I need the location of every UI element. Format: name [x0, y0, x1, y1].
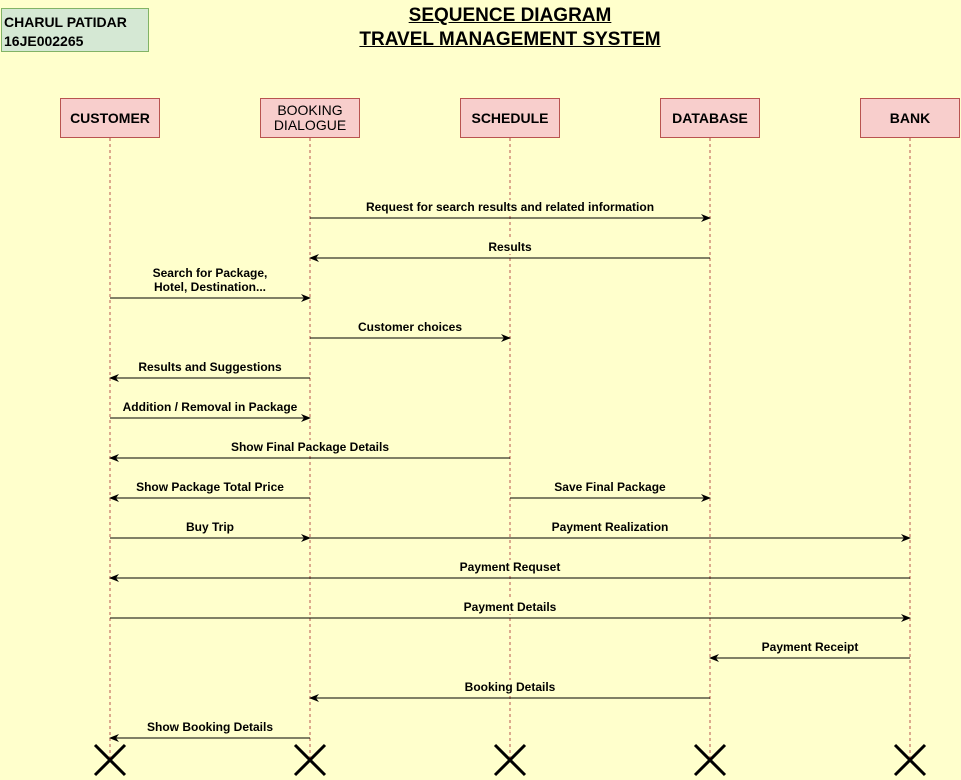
message-label: Addition / Removal in Package: [120, 400, 300, 414]
message-label: Show Booking Details: [144, 720, 276, 734]
actor-database: DATABASE: [660, 98, 760, 138]
message-label: Payment Details: [461, 600, 559, 614]
destroy-mark-booking: [293, 743, 327, 777]
destroy-mark-database: [693, 743, 727, 777]
actor-bank: BANK: [860, 98, 960, 138]
message-label: Results: [486, 240, 534, 254]
title-line-2: TRAVEL MANAGEMENT SYSTEM: [359, 29, 661, 50]
actor-booking: BOOKING DIALOGUE: [260, 98, 360, 138]
message-label: Buy Trip: [183, 520, 237, 534]
destroy-mark-customer: [93, 743, 127, 777]
destroy-mark-schedule: [493, 743, 527, 777]
title-line-1: SEQUENCE DIAGRAM: [408, 5, 612, 26]
message-label: Booking Details: [462, 680, 558, 694]
message-label: Payment Receipt: [759, 640, 861, 654]
actor-customer: CUSTOMER: [60, 98, 160, 138]
diagram-title: SEQUENCE DIAGRAM TRAVEL MANAGEMENT SYSTE…: [330, 4, 690, 52]
author-name: CHARUL PATIDAR: [4, 14, 127, 30]
message-label: Request for search results and related i…: [363, 200, 657, 214]
author-box: CHARUL PATIDAR 16JE002265: [1, 8, 149, 52]
message-label: Show Final Package Details: [228, 440, 392, 454]
actor-schedule: SCHEDULE: [460, 98, 560, 138]
message-label: Customer choices: [355, 320, 465, 334]
message-label: Show Package Total Price: [134, 480, 286, 494]
message-label: Results and Suggestions: [136, 360, 284, 374]
message-label: Payment Realization: [549, 520, 671, 534]
message-label: Payment Requset: [457, 560, 563, 574]
destroy-mark-bank: [893, 743, 927, 777]
message-label: Search for Package, Hotel, Destination..…: [150, 266, 270, 294]
author-id: 16JE002265: [4, 33, 84, 49]
message-label: Save Final Package: [552, 480, 668, 494]
